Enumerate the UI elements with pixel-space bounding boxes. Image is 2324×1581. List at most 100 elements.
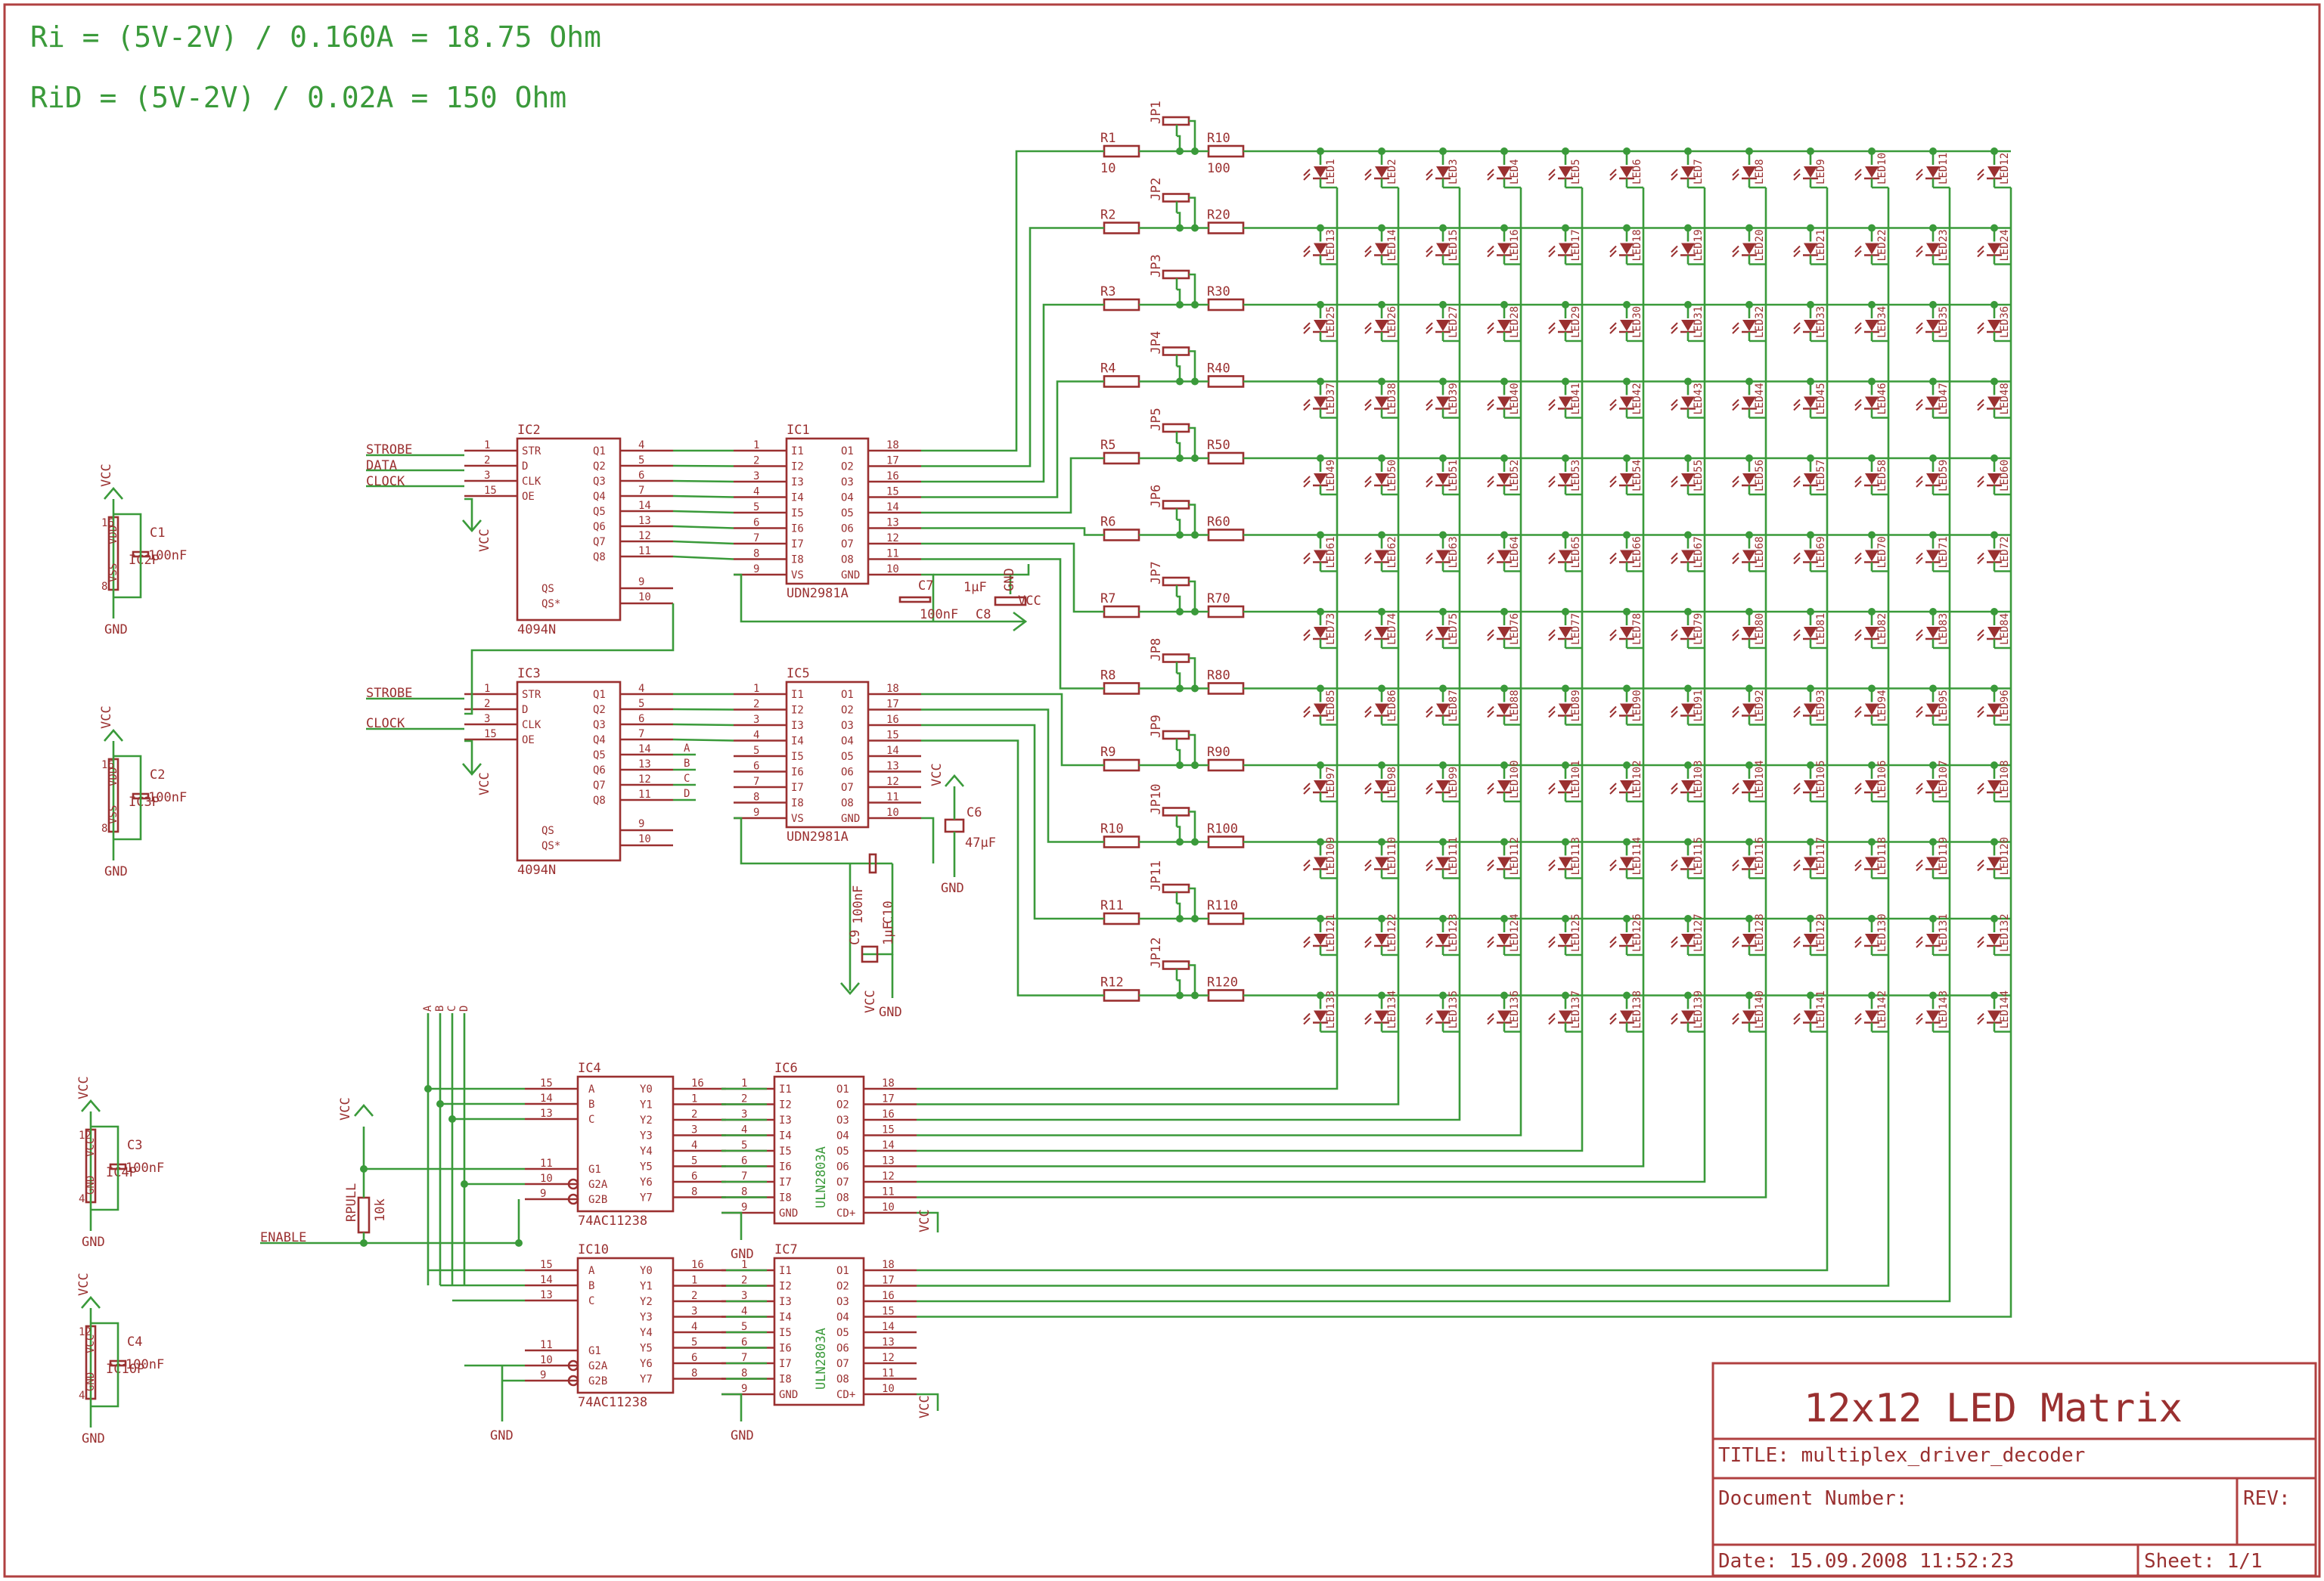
led-label: LED91 — [1693, 690, 1705, 721]
ic3-pin-Q7: Q7 — [593, 780, 606, 792]
led-diode-icon — [1742, 703, 1756, 715]
led-light-arrow — [1487, 480, 1494, 488]
led-diode-icon — [1559, 243, 1572, 255]
ic10-pin-label: G1 — [588, 1345, 601, 1357]
cap-value: 100nF — [148, 548, 187, 563]
junction-dot — [1807, 301, 1814, 308]
junction-dot — [1500, 147, 1508, 155]
ic4-pin-num: 13 — [540, 1108, 553, 1120]
led-light-arrow — [1303, 250, 1311, 258]
ic6-pin-CD+: CD+ — [836, 1207, 855, 1220]
ic10-pin-label: Y4 — [640, 1327, 653, 1339]
led-diode-icon — [1804, 396, 1817, 408]
abcd-label: A — [684, 742, 690, 755]
junction-dot — [1562, 838, 1569, 846]
led-light-arrow — [1364, 403, 1372, 411]
led-50: LED50 — [1364, 458, 1398, 496]
ic3-pin-num: 2 — [484, 698, 490, 710]
led-96: LED96 — [1977, 688, 2011, 726]
ic7-pin-I6: I6 — [779, 1343, 792, 1355]
ic7-pin-num: 4 — [741, 1306, 747, 1318]
vcc-arrow-icon — [945, 774, 964, 787]
junction-dot — [1317, 301, 1324, 308]
row-dim-resistor — [1207, 375, 1245, 388]
led-light-arrow — [1732, 634, 1739, 641]
junction-dot — [1929, 761, 1937, 769]
ic3-pin-Q2: Q2 — [593, 704, 606, 716]
led-56: LED56 — [1732, 458, 1766, 496]
led-label: LED144 — [1999, 990, 2011, 1029]
ic10-pin-num: 5 — [691, 1337, 697, 1349]
led-light-arrow — [1671, 403, 1678, 411]
led-71: LED71 — [1916, 535, 1950, 572]
led-label: LED130 — [1876, 913, 1888, 952]
net-strobe-2: STROBE — [366, 686, 412, 701]
led-light-arrow — [1548, 322, 1556, 330]
ic1-pin-O8: O8 — [841, 554, 854, 566]
ic1 — [734, 437, 921, 585]
led-diode-icon — [1681, 166, 1695, 178]
junction-dot — [1990, 608, 1998, 615]
led-light-arrow — [1732, 245, 1739, 253]
junction-dot — [436, 1100, 444, 1108]
led-diode-icon — [1314, 1010, 1327, 1022]
oe-wire — [464, 498, 473, 529]
sink-to-column-wire — [917, 1087, 1829, 1272]
jumper-icon — [1162, 807, 1190, 817]
ic2-ref: IC2 — [517, 423, 541, 438]
junction-dot — [1317, 531, 1324, 539]
led-diode-icon — [1497, 396, 1511, 408]
led-light-arrow — [1364, 629, 1372, 637]
led-diode-icon — [1497, 627, 1511, 638]
shift-to-driver-wire — [672, 708, 734, 711]
ic5-pin-O4: O4 — [841, 736, 854, 748]
junction-dot — [1439, 301, 1447, 308]
date-label: Date: 15.09.2008 11:52:23 — [1718, 1550, 2014, 1573]
led-light-arrow — [1303, 169, 1311, 176]
junction-dot — [461, 1180, 468, 1188]
led-light-arrow — [1977, 556, 1984, 565]
decoupling-wire — [113, 513, 142, 599]
led-light-arrow — [1854, 783, 1862, 790]
led-light-arrow — [1364, 783, 1372, 790]
rpull-resistor-icon — [357, 1196, 371, 1234]
junction-dot — [1929, 531, 1937, 539]
junction-dot — [448, 1115, 456, 1123]
junction-dot — [1929, 224, 1937, 232]
led-light-arrow — [1671, 629, 1678, 637]
sink-to-column-wire — [917, 1087, 1767, 1198]
led-87: LED87 — [1426, 688, 1460, 726]
led-light-arrow — [1793, 245, 1801, 253]
junction-dot — [1684, 301, 1692, 308]
row-resistor-label: R9 — [1100, 745, 1115, 760]
led-light-arrow — [1793, 783, 1801, 790]
ic10-invert-bubble — [567, 1375, 579, 1387]
vss-pin-num: 4 — [79, 1390, 85, 1402]
ic3-pin-num: 9 — [638, 818, 644, 830]
ic1-pin-I6: I6 — [791, 523, 804, 535]
led-label: LED131 — [1938, 913, 1950, 952]
led-46: LED46 — [1854, 381, 1888, 419]
led-light-arrow — [1548, 173, 1556, 181]
led-light-arrow — [1916, 169, 1923, 176]
junction-dot — [1929, 147, 1937, 155]
junction-dot — [1317, 454, 1324, 462]
led-label: LED108 — [1999, 760, 2011, 798]
junction-dot — [1868, 224, 1876, 232]
capacitor-c9-icon — [861, 945, 879, 963]
led-diode-icon — [1926, 857, 1940, 869]
led-label: LED87 — [1447, 690, 1460, 721]
led-label: LED42 — [1631, 383, 1643, 414]
led-light-arrow — [1916, 403, 1923, 411]
ic2-pin-STR: STR — [522, 445, 541, 457]
led-diode-icon — [1620, 857, 1634, 869]
vcc-label: VCC — [99, 463, 114, 487]
junction-dot — [1868, 915, 1876, 922]
led-diode-icon — [1314, 473, 1327, 485]
led-light-arrow — [1671, 173, 1678, 181]
row-dim-resistor — [1207, 529, 1245, 541]
ic5-pin-O3: O3 — [841, 720, 854, 732]
led-light-arrow — [1609, 1017, 1617, 1025]
led-6: LED6 — [1609, 151, 1643, 189]
led-label: LED65 — [1570, 536, 1582, 568]
